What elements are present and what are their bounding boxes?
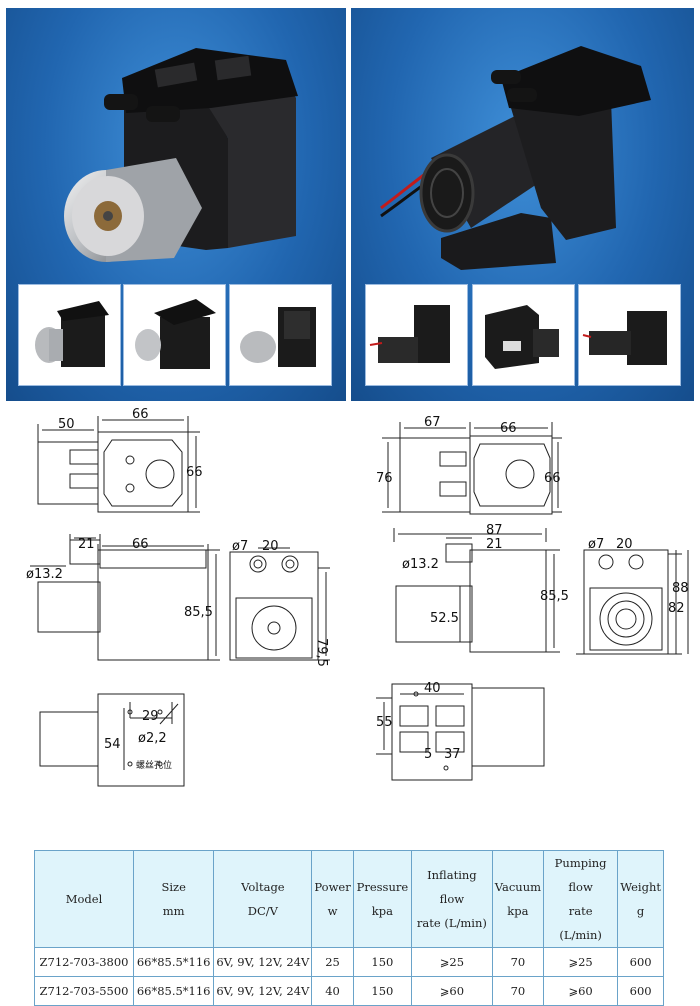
dim-label: 52.5: [430, 611, 459, 626]
cell-pressure: 150: [352, 947, 413, 977]
dim-label: 40: [424, 681, 441, 696]
pump-thumbnail-image: [485, 305, 559, 369]
product-thumbnail[interactable]: [229, 284, 332, 386]
cell-inflating-flow: ⩾60: [411, 976, 493, 1006]
cell-size: 66*85.5*116: [132, 947, 215, 977]
dim-label: 66: [132, 537, 149, 552]
spec-row: Z712-703-5500 66*85.5*116 6V, 9V, 12V, 2…: [34, 976, 664, 1006]
cell-size: 66*85.5*116: [132, 976, 215, 1006]
dim-label: 88: [672, 581, 689, 596]
cell-vacuum: 70: [491, 976, 545, 1006]
dim-label: 66: [132, 407, 149, 422]
cell-power: 25: [311, 947, 354, 977]
dim-label: ø2,2: [138, 731, 167, 746]
dim-label: 37: [444, 747, 461, 762]
header-model: Model: [34, 850, 134, 948]
dim-label: 85,5: [184, 605, 213, 620]
cell-power: 40: [311, 976, 354, 1006]
dim-label: 66: [186, 465, 203, 480]
dim-label: 50: [58, 417, 75, 432]
dim-label: 79,5: [314, 638, 329, 667]
product-thumbnail[interactable]: [365, 284, 468, 386]
product-photo-panel-right: [351, 8, 694, 401]
dim-label: ø13.2: [402, 557, 439, 572]
dim-label: ø13.2: [26, 567, 63, 582]
dim-label: 29: [142, 709, 159, 724]
pump-thumbnail-image: [240, 307, 316, 367]
technical-drawings: 50 66 66 21 66 ø13.2 85,5 ø7 20 79,5 29 …: [26, 407, 689, 787]
product-photo-panel-left: [6, 8, 346, 401]
dim-label: 67: [424, 415, 441, 430]
cell-model: Z712-703-3800: [34, 947, 134, 977]
dim-label: 85,5: [540, 589, 569, 604]
cell-voltage: 6V, 9V, 12V, 24V: [213, 947, 313, 977]
dim-label: ø7: [588, 537, 604, 552]
dim-label: 82: [668, 601, 685, 616]
cell-voltage: 6V, 9V, 12V, 24V: [213, 976, 313, 1006]
cell-pumping-flow: ⩾25: [543, 947, 619, 977]
dim-label: 20: [262, 539, 279, 554]
dim-label: 5: [424, 747, 432, 762]
cell-pumping-flow: ⩾60: [543, 976, 619, 1006]
dim-label: 21: [486, 537, 503, 552]
dim-label: 76: [376, 471, 393, 486]
dim-label: 66: [544, 471, 561, 486]
product-thumbnail[interactable]: [578, 284, 681, 386]
dim-label: 55: [376, 715, 393, 730]
pump-thumbnail-image: [35, 301, 109, 367]
product-thumbnail[interactable]: [18, 284, 121, 386]
dim-label: 21: [78, 537, 95, 552]
pump-thumbnail-image: [135, 299, 216, 369]
dim-label: ø7: [232, 539, 248, 554]
dim-label: 20: [616, 537, 633, 552]
cell-pressure: 150: [352, 976, 413, 1006]
cell-weight: 600: [617, 947, 664, 977]
dim-label: 螺丝孔位: [136, 759, 172, 771]
spec-row: Z712-703-3800 66*85.5*116 6V, 9V, 12V, 2…: [34, 947, 664, 977]
cell-weight: 600: [617, 976, 664, 1006]
pump-photo-right: [380, 46, 651, 270]
dim-label: 87: [486, 523, 503, 538]
cell-model: Z712-703-5500: [34, 976, 134, 1006]
product-thumbnail[interactable]: [123, 284, 226, 386]
dim-label: 54: [104, 737, 121, 752]
pump-thumbnail-image: [582, 311, 667, 365]
product-thumbnail[interactable]: [472, 284, 575, 386]
pump-thumbnail-image: [369, 305, 450, 363]
pump-photo-left: [64, 48, 298, 262]
cell-vacuum: 70: [491, 947, 545, 977]
cell-inflating-flow: ⩾25: [411, 947, 493, 977]
dim-label: 66: [500, 421, 517, 436]
